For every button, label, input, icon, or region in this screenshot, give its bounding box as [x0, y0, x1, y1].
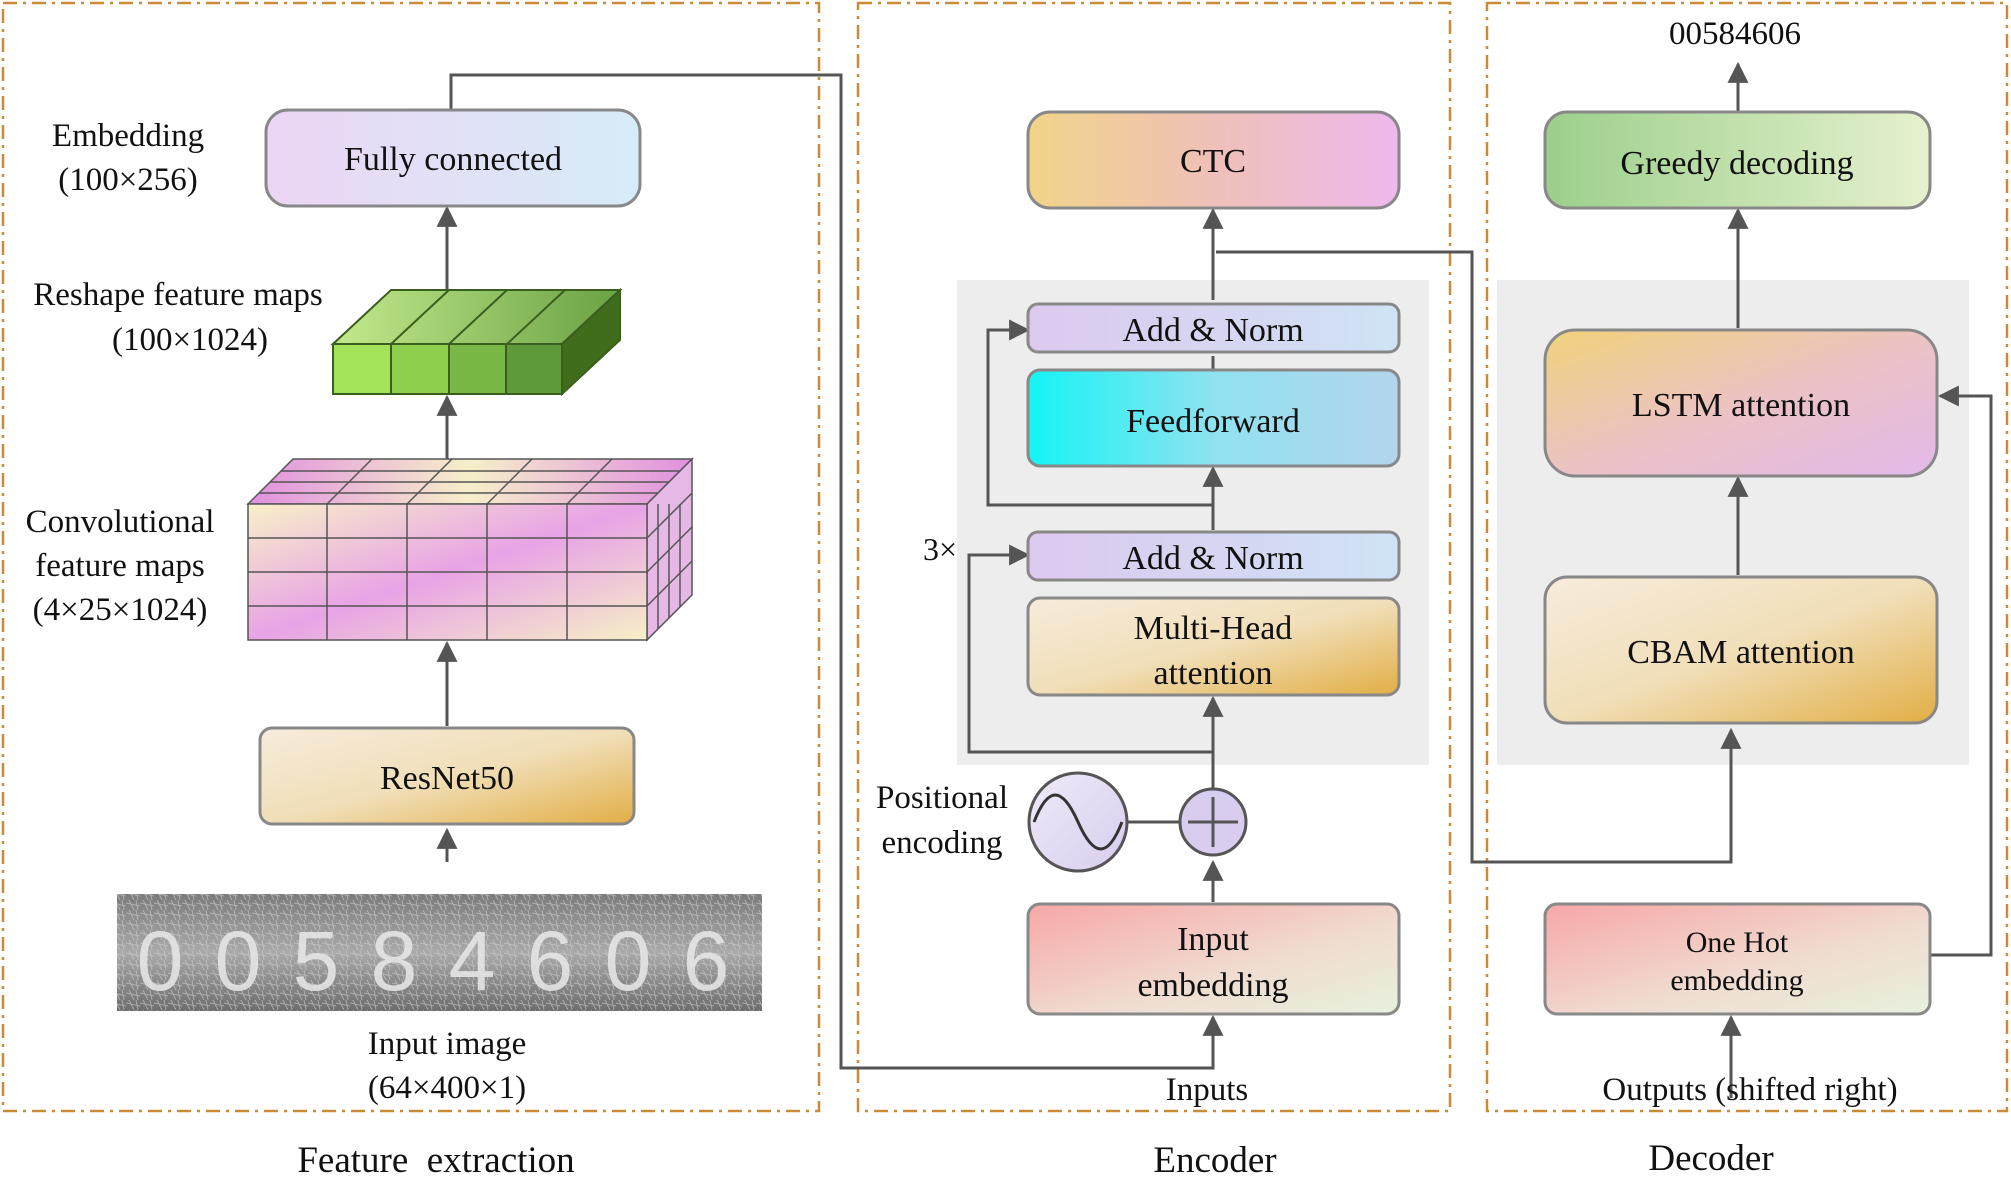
reshape-feature-maps-block [330, 287, 623, 397]
feedforward-box: Feedforward [1026, 368, 1401, 468]
input-image-digit: 4 [449, 914, 496, 1008]
lstm-attention-box: LSTM attention [1543, 328, 1939, 478]
reshape-size-label: (100×1024) [112, 322, 268, 358]
greedy-decoding-box: Greedy decoding [1543, 110, 1932, 210]
fully-connected-label: Fully connected [344, 141, 562, 178]
resnet50-box: ResNet50 [258, 726, 636, 826]
greedy-decoding-label: Greedy decoding [1620, 145, 1853, 182]
input-image-digit: 5 [293, 914, 340, 1008]
reshape-label: Reshape feature maps [33, 277, 323, 313]
ctc-label: CTC [1180, 143, 1246, 180]
one-hot-label: One Hot [1686, 926, 1789, 959]
encoder-frame [856, 1, 1452, 1113]
resnet50-label: ResNet50 [380, 760, 514, 797]
decoder-frame [1485, 1, 2009, 1113]
cbam-attention-box: CBAM attention [1543, 575, 1939, 725]
multi-head-attention-box: Multi-Head attention [1026, 596, 1401, 697]
conv-label-2: feature maps [35, 548, 205, 584]
output-value: 00584606 [1669, 16, 1801, 52]
positional-encoding-icon [1027, 771, 1129, 873]
conv-size-label: (4×25×1024) [33, 592, 208, 628]
one-hot-embedding-label: embedding [1670, 964, 1803, 997]
embedding-label: Embedding [52, 118, 204, 154]
add-norm-top-label: Add & Norm [1122, 312, 1303, 349]
encoder-title: Encoder [1153, 1140, 1276, 1181]
one-hot-embedding-box: One Hot embedding [1543, 902, 1932, 1016]
input-embedding-box: Input embedding [1026, 902, 1401, 1016]
decoder-title: Decoder [1648, 1138, 1773, 1179]
lstm-attention-label: LSTM attention [1632, 387, 1850, 424]
input-image-digit: 8 [371, 914, 418, 1008]
repeat-label: 3× [923, 531, 957, 567]
input-label: Input [1177, 921, 1249, 958]
ctc-box: CTC [1026, 110, 1401, 210]
encoding-label: encoding [882, 825, 1003, 861]
input-image-size-label: (64×400×1) [368, 1070, 526, 1106]
add-norm-bottom-label: Add & Norm [1122, 540, 1303, 577]
outputs-label: Outputs (shifted right) [1602, 1072, 1897, 1108]
input-image-digit: 0 [605, 914, 652, 1008]
feature-extraction-frame [1, 1, 821, 1113]
input-image-label: Input image [368, 1026, 527, 1062]
feedforward-label: Feedforward [1126, 403, 1300, 440]
inputs-label: Inputs [1166, 1072, 1249, 1108]
positional-label: Positional [876, 780, 1008, 816]
input-image-digit: 6 [527, 914, 574, 1008]
add-norm-top-box: Add & Norm [1026, 302, 1401, 354]
add-norm-bottom-box: Add & Norm [1026, 530, 1401, 582]
convolutional-feature-maps-block [246, 457, 694, 642]
add-operation-icon [1178, 787, 1248, 857]
fully-connected-box: Fully connected [264, 108, 642, 208]
input-image-digit: 0 [215, 914, 262, 1008]
embedding-label-encoder: embedding [1137, 967, 1288, 1004]
attention-label: attention [1154, 655, 1273, 692]
connectors [436, 61, 1993, 1098]
multi-head-label: Multi-Head [1134, 610, 1293, 647]
feature-extraction-title: Feature extraction [297, 1140, 574, 1181]
input-image-digit: 6 [683, 914, 730, 1008]
cbam-attention-label: CBAM attention [1627, 634, 1855, 671]
conv-label: Convolutional [26, 504, 215, 540]
embedding-size-label: (100×256) [58, 162, 198, 198]
input-image-digit: 0 [137, 914, 184, 1008]
